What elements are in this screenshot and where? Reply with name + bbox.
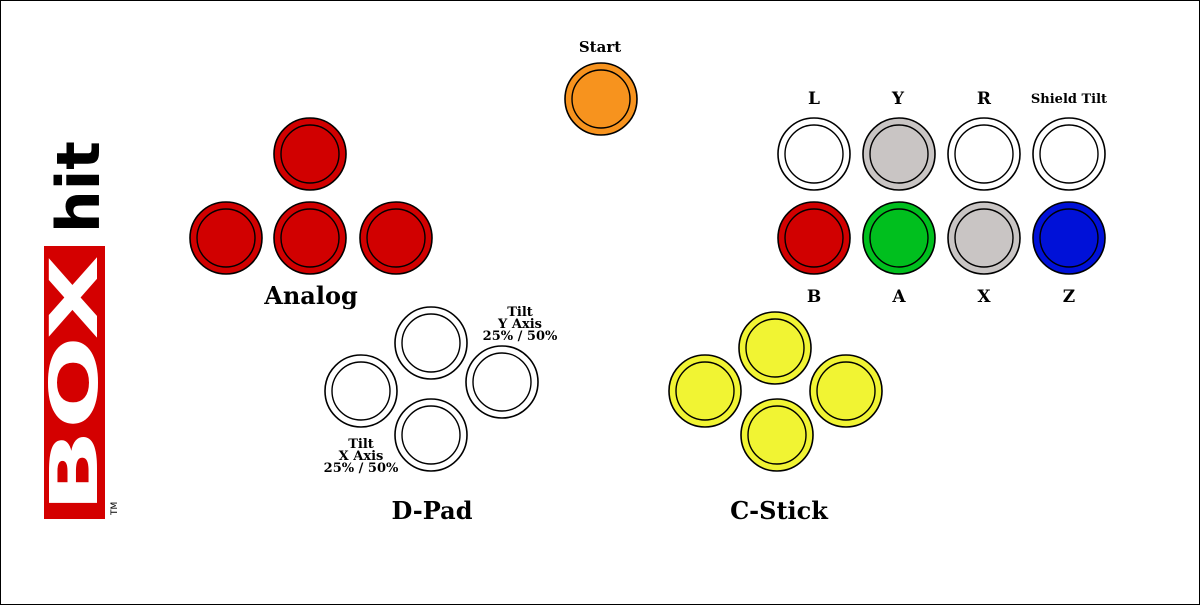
dpad-button-up[interactable] — [394, 306, 468, 380]
hitbox-logo: hit BOX TM — [36, 141, 120, 519]
button-inner-ring[interactable] — [571, 69, 631, 129]
logo-text-top: hit — [44, 141, 114, 233]
bottom-label-x: X — [977, 287, 991, 307]
button-outer-ring[interactable] — [777, 117, 851, 191]
button-shield-tilt[interactable] — [1032, 117, 1106, 191]
cstick-button-down[interactable] — [740, 398, 814, 472]
tilt-x-note: Tilt X Axis 25% / 50% — [324, 437, 399, 476]
button-inner-ring[interactable] — [784, 124, 844, 184]
button-outer-ring[interactable] — [740, 398, 814, 472]
analog-label: Analog — [263, 281, 358, 310]
logo-red-panel — [44, 246, 105, 519]
analog-button-down[interactable] — [273, 201, 347, 275]
button-y[interactable] — [862, 117, 936, 191]
button-inner-ring[interactable] — [1039, 208, 1099, 268]
top-label-shield-tilt: Shield Tilt — [1031, 92, 1107, 107]
button-outer-ring[interactable] — [777, 201, 851, 275]
button-inner-ring[interactable] — [366, 208, 426, 268]
button-outer-ring[interactable] — [862, 201, 936, 275]
button-inner-ring[interactable] — [747, 405, 807, 465]
button-outer-ring[interactable] — [1032, 117, 1106, 191]
bottom-label-z: Z — [1063, 287, 1075, 307]
button-outer-ring[interactable] — [273, 117, 347, 191]
button-outer-ring[interactable] — [862, 117, 936, 191]
dpad-button-left[interactable] — [324, 354, 398, 428]
button-outer-ring[interactable] — [394, 398, 468, 472]
top-label-l: L — [808, 89, 820, 109]
button-b[interactable] — [777, 201, 851, 275]
button-r[interactable] — [947, 117, 1021, 191]
button-inner-ring[interactable] — [1039, 124, 1099, 184]
button-inner-ring[interactable] — [675, 361, 735, 421]
button-inner-ring[interactable] — [280, 208, 340, 268]
button-outer-ring[interactable] — [359, 201, 433, 275]
button-inner-ring[interactable] — [869, 124, 929, 184]
tilt-y-line-3: 25% / 50% — [483, 329, 558, 344]
button-outer-ring[interactable] — [738, 311, 812, 385]
start-button[interactable] — [564, 62, 638, 136]
cstick-button-left[interactable] — [668, 354, 742, 428]
bottom-label-a: A — [891, 287, 906, 307]
button-inner-ring[interactable] — [196, 208, 256, 268]
button-inner-ring[interactable] — [401, 313, 461, 373]
button-outer-ring[interactable] — [189, 201, 263, 275]
button-inner-ring[interactable] — [472, 352, 532, 412]
analog-button-left[interactable] — [189, 201, 263, 275]
logo-trademark: TM — [110, 502, 120, 516]
analog-button-up[interactable] — [273, 117, 347, 191]
button-outer-ring[interactable] — [947, 117, 1021, 191]
tilt-y-line-1: Tilt — [507, 305, 533, 320]
start-label: Start — [579, 38, 621, 56]
button-a[interactable] — [862, 201, 936, 275]
tilt-x-line-1: Tilt — [348, 437, 374, 452]
button-inner-ring[interactable] — [331, 361, 391, 421]
cstick-button-right[interactable] — [809, 354, 883, 428]
button-inner-ring[interactable] — [954, 124, 1014, 184]
tilt-y-note: Tilt Y Axis 25% / 50% — [483, 305, 558, 344]
button-inner-ring[interactable] — [816, 361, 876, 421]
button-x[interactable] — [947, 201, 1021, 275]
button-l[interactable] — [777, 117, 851, 191]
button-outer-ring[interactable] — [465, 345, 539, 419]
button-inner-ring[interactable] — [745, 318, 805, 378]
top-label-r: R — [977, 89, 992, 109]
button-outer-ring[interactable] — [564, 62, 638, 136]
cstick-label: C-Stick — [730, 496, 829, 525]
bottom-label-b: B — [807, 287, 821, 307]
tilt-y-line-2: Y Axis — [497, 317, 542, 332]
button-outer-ring[interactable] — [273, 201, 347, 275]
tilt-x-line-2: X Axis — [339, 449, 384, 464]
top-label-y: Y — [891, 89, 905, 109]
button-inner-ring[interactable] — [401, 405, 461, 465]
logo-wordmark: hit BOX — [36, 141, 114, 513]
dpad-button-right[interactable] — [465, 345, 539, 419]
cstick-button-up[interactable] — [738, 311, 812, 385]
button-inner-ring[interactable] — [784, 208, 844, 268]
button-outer-ring[interactable] — [668, 354, 742, 428]
button-outer-ring[interactable] — [324, 354, 398, 428]
button-inner-ring[interactable] — [954, 208, 1014, 268]
button-outer-ring[interactable] — [1032, 201, 1106, 275]
button-inner-ring[interactable] — [869, 208, 929, 268]
logo-text-bottom: BOX — [36, 255, 113, 513]
dpad-label: D-Pad — [392, 496, 473, 525]
button-outer-ring[interactable] — [394, 306, 468, 380]
button-inner-ring[interactable] — [280, 124, 340, 184]
dpad-button-down[interactable] — [394, 398, 468, 472]
button-z[interactable] — [1032, 201, 1106, 275]
button-outer-ring[interactable] — [809, 354, 883, 428]
button-outer-ring[interactable] — [947, 201, 1021, 275]
analog-button-right[interactable] — [359, 201, 433, 275]
tilt-x-line-3: 25% / 50% — [324, 461, 399, 476]
